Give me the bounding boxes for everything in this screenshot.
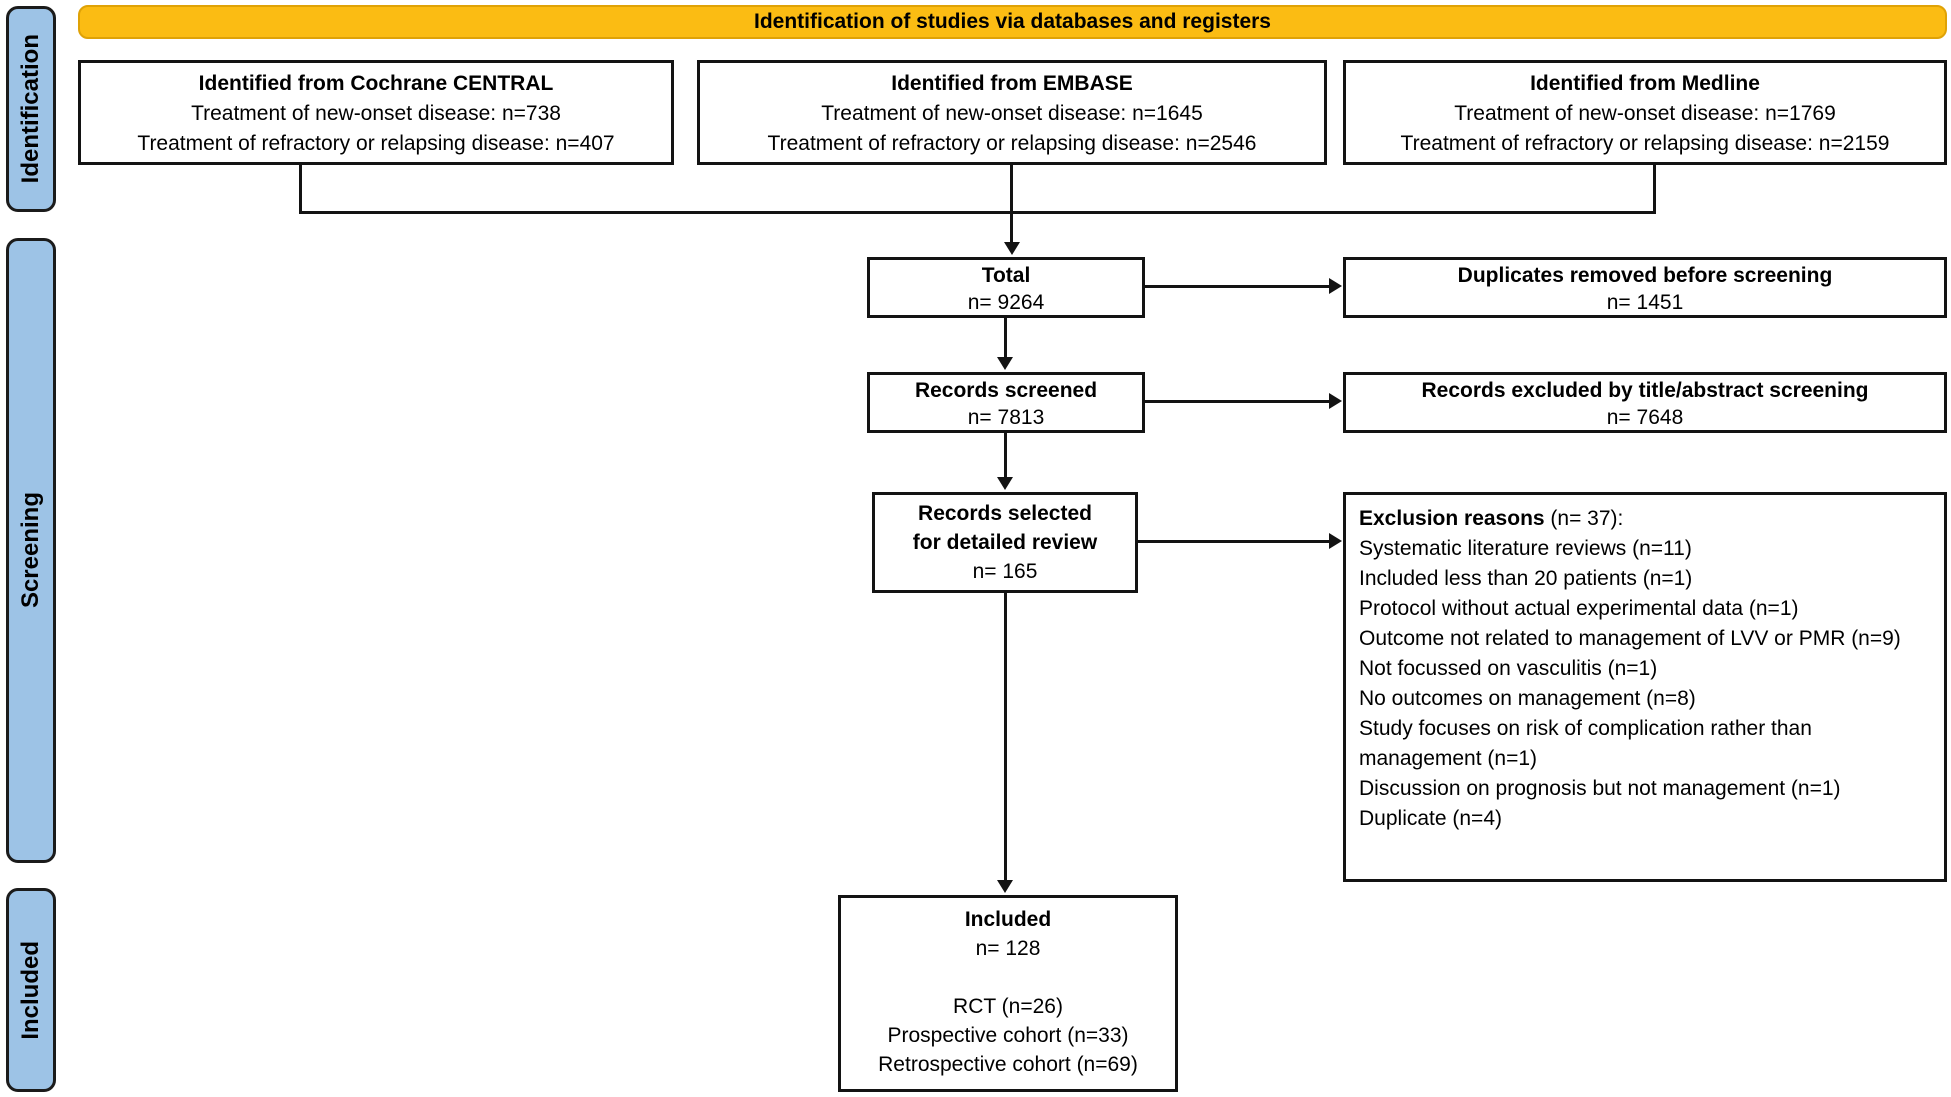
arrowhead-into-total bbox=[1004, 242, 1020, 255]
connector-selected-to-included bbox=[1004, 593, 1007, 881]
excluded-count: n= 7648 bbox=[1606, 406, 1684, 429]
box-embase: Identified from EMBASE Treatment of new-… bbox=[697, 60, 1327, 165]
connector-medline-down bbox=[1653, 165, 1656, 214]
exclusion-item: Systematic literature reviews (n=11) bbox=[1359, 537, 1692, 560]
included-count: n= 128 bbox=[975, 937, 1041, 960]
banner-label: Identification of studies via databases … bbox=[754, 10, 1271, 33]
box-records-excluded: Records excluded by title/abstract scree… bbox=[1343, 372, 1947, 433]
arrowhead-into-excluded bbox=[1329, 393, 1342, 409]
included-title: Included bbox=[964, 908, 1052, 931]
exclusion-item: Protocol without actual experimental dat… bbox=[1359, 597, 1799, 620]
embase-line-refractory: Treatment of refractory or relapsing dis… bbox=[767, 132, 1257, 155]
connector-cochrane-down bbox=[299, 165, 302, 214]
box-records-screened: Records screened n= 7813 bbox=[867, 372, 1145, 433]
arrowhead-into-selected bbox=[997, 477, 1013, 490]
arrowhead-into-screened bbox=[997, 357, 1013, 370]
medline-line-new-onset: Treatment of new-onset disease: n=1769 bbox=[1454, 102, 1836, 125]
connector-embase-down bbox=[1010, 165, 1013, 243]
duplicates-count: n= 1451 bbox=[1606, 291, 1684, 314]
exclusion-item: No outcomes on management (n=8) bbox=[1359, 687, 1696, 710]
total-count: n= 9264 bbox=[967, 291, 1045, 314]
exclusion-item: Included less than 20 patients (n=1) bbox=[1359, 567, 1693, 590]
included-breakdown-rct: RCT (n=26) bbox=[953, 995, 1063, 1018]
embase-line-new-onset: Treatment of new-onset disease: n=1645 bbox=[821, 102, 1203, 125]
exclusion-heading: Exclusion reasons (n= 37): bbox=[1359, 504, 1931, 534]
stage-included-label: Included bbox=[17, 940, 44, 1040]
stage-screening: Screening bbox=[6, 238, 56, 863]
selected-title-line1: Records selected bbox=[918, 502, 1092, 525]
connector-screened-to-excluded bbox=[1145, 400, 1330, 403]
stage-included: Included bbox=[6, 888, 56, 1092]
stage-screening-label: Screening bbox=[17, 492, 44, 609]
stage-identification-label: Identification bbox=[17, 34, 44, 184]
screened-count: n= 7813 bbox=[967, 406, 1045, 429]
connector-selected-to-exclusion bbox=[1138, 540, 1330, 543]
box-included: Included n= 128 RCT (n=26) Prospective c… bbox=[838, 895, 1178, 1092]
included-spacer bbox=[841, 963, 1175, 992]
connector-screened-to-selected bbox=[1004, 433, 1007, 478]
exclusion-heading-bold: Exclusion reasons bbox=[1359, 507, 1545, 530]
exclusion-item: Study focuses on risk of complication ra… bbox=[1359, 717, 1812, 770]
exclusion-item: Discussion on prognosis but not manageme… bbox=[1359, 777, 1841, 800]
arrowhead-into-duplicates bbox=[1329, 278, 1342, 294]
cochrane-line-new-onset: Treatment of new-onset disease: n=738 bbox=[191, 102, 561, 125]
cochrane-line-refractory: Treatment of refractory or relapsing dis… bbox=[137, 132, 615, 155]
total-title: Total bbox=[981, 264, 1031, 287]
exclusion-item: Outcome not related to management of LVV… bbox=[1359, 627, 1901, 650]
exclusion-heading-rest: (n= 37): bbox=[1544, 507, 1624, 530]
box-records-selected: Records selected for detailed review n= … bbox=[872, 492, 1138, 593]
box-duplicates-removed: Duplicates removed before screening n= 1… bbox=[1343, 257, 1947, 318]
screened-title: Records screened bbox=[914, 379, 1098, 402]
medline-title: Identified from Medline bbox=[1530, 72, 1760, 95]
duplicates-title: Duplicates removed before screening bbox=[1457, 264, 1833, 287]
banner-identification-via-databases: Identification of studies via databases … bbox=[78, 5, 1947, 39]
connector-total-to-screened bbox=[1004, 318, 1007, 358]
box-exclusion-reasons: Exclusion reasons (n= 37): Systematic li… bbox=[1343, 492, 1947, 882]
cochrane-title: Identified from Cochrane CENTRAL bbox=[198, 72, 554, 95]
arrowhead-into-included bbox=[997, 880, 1013, 893]
exclusion-item: Not focussed on vasculitis (n=1) bbox=[1359, 657, 1658, 680]
selected-title-line2: for detailed review bbox=[912, 531, 1098, 554]
exclusion-item: Duplicate (n=4) bbox=[1359, 807, 1502, 830]
box-medline: Identified from Medline Treatment of new… bbox=[1343, 60, 1947, 165]
excluded-title: Records excluded by title/abstract scree… bbox=[1421, 379, 1869, 402]
connector-total-to-duplicates bbox=[1145, 285, 1330, 288]
medline-line-refractory: Treatment of refractory or relapsing dis… bbox=[1400, 132, 1890, 155]
box-cochrane-central: Identified from Cochrane CENTRAL Treatme… bbox=[78, 60, 674, 165]
included-breakdown-retrospective: Retrospective cohort (n=69) bbox=[878, 1053, 1138, 1076]
connector-collector-horizontal bbox=[299, 211, 1656, 214]
arrowhead-into-exclusion bbox=[1329, 533, 1342, 549]
box-total: Total n= 9264 bbox=[867, 257, 1145, 318]
included-breakdown-prospective: Prospective cohort (n=33) bbox=[887, 1024, 1129, 1047]
embase-title: Identified from EMBASE bbox=[891, 72, 1133, 95]
stage-identification: Identification bbox=[6, 6, 56, 212]
selected-count: n= 165 bbox=[972, 560, 1038, 583]
